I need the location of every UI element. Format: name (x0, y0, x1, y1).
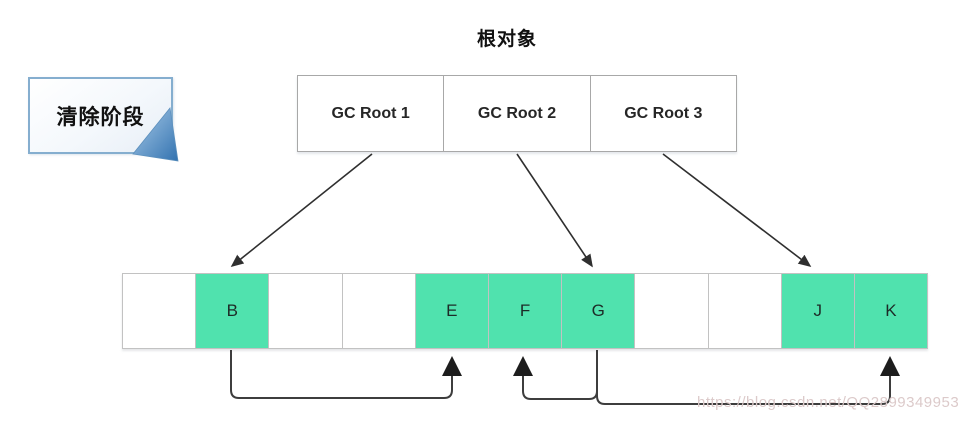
root-arrow-3 (662, 153, 812, 267)
memory-cell-label: K (885, 301, 897, 320)
memory-cell-e: E (415, 274, 489, 348)
memory-cell-j: J (781, 274, 855, 348)
memory-cell (269, 274, 343, 348)
memory-cell (635, 274, 709, 348)
watermark: https://blog.csdn.net/QQ2899349953 (697, 394, 960, 411)
memory-cell-b: B (196, 274, 270, 348)
gc-root-label: GC Root 3 (624, 104, 703, 122)
memory-cell (342, 274, 416, 348)
memory-cell (123, 274, 197, 348)
gc-root-box-3: GC Root 3 (591, 76, 736, 151)
root-arrow-2 (516, 153, 593, 268)
memory-cell-label: F (519, 301, 531, 320)
memory-cell-g: G (562, 274, 636, 348)
sweep-phase-note: 清除阶段 (28, 77, 173, 154)
gc-root-box-2: GC Root 2 (444, 76, 591, 151)
reference-connector-b-e (230, 350, 462, 399)
memory-cell-label: G (591, 301, 605, 320)
gc-roots-row: GC Root 1 GC Root 2 GC Root 3 (297, 75, 737, 152)
gc-root-label: GC Root 2 (477, 104, 557, 122)
gc-root-box-1: GC Root 1 (298, 76, 445, 151)
reference-connector-g-f (513, 350, 598, 400)
root-arrow-1 (230, 153, 373, 267)
gc-root-label: GC Root 1 (331, 104, 410, 122)
memory-cell-label: E (446, 301, 458, 320)
memory-cell-f: F (488, 274, 563, 348)
memory-cell-label: J (813, 301, 823, 320)
memory-cell-k: K (854, 274, 928, 348)
memory-cell (708, 274, 782, 348)
root-object-title: 根对象 (476, 29, 537, 50)
memory-cell-label: B (226, 301, 238, 320)
sweep-phase-note-label: 清除阶段 (56, 105, 145, 129)
